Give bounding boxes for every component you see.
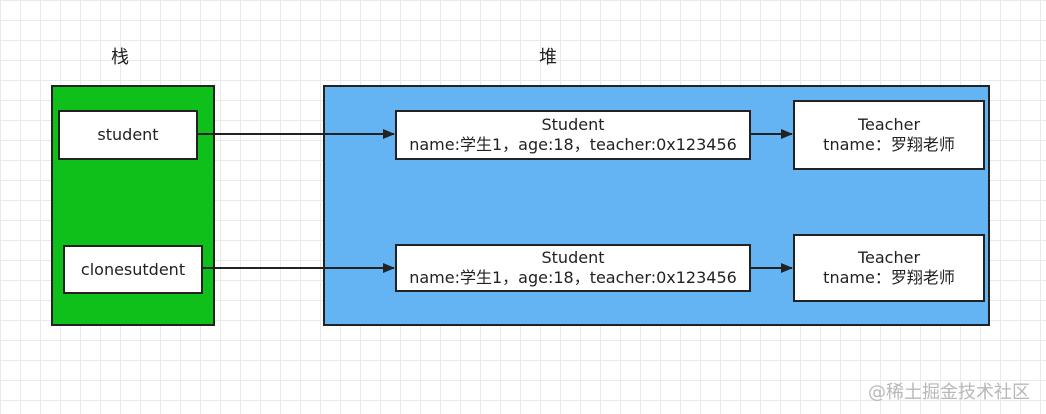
stack-item-label: clonesutdent <box>80 259 186 279</box>
object-fields: tname：罗翔老师 <box>823 268 955 287</box>
heap-student-object-2: Student name:学生1，age:18，teacher:0x123456 <box>395 244 751 292</box>
heap-teacher-object-2: Teacher tname：罗翔老师 <box>793 234 985 302</box>
watermark: @稀土掘金技术社区 <box>868 382 1030 403</box>
heap-teacher-object-1: Teacher tname：罗翔老师 <box>793 100 985 170</box>
object-fields: name:学生1，age:18，teacher:0x123456 <box>409 135 737 154</box>
object-fields: name:学生1，age:18，teacher:0x123456 <box>409 268 737 287</box>
stack-item-student: student <box>58 110 198 160</box>
heap-label: 堆 <box>539 47 557 68</box>
object-class-name: Teacher <box>857 115 921 134</box>
stack-label: 栈 <box>111 47 129 68</box>
object-class-name: Teacher <box>857 248 921 267</box>
stack-item-clonestudent: clonesutdent <box>63 245 203 294</box>
object-class-name: Student <box>541 248 605 267</box>
stack-item-label: student <box>97 125 159 144</box>
heap-student-object-1: Student name:学生1，age:18，teacher:0x123456 <box>395 110 751 160</box>
object-class-name: Student <box>541 115 605 134</box>
object-fields: tname：罗翔老师 <box>823 135 955 154</box>
